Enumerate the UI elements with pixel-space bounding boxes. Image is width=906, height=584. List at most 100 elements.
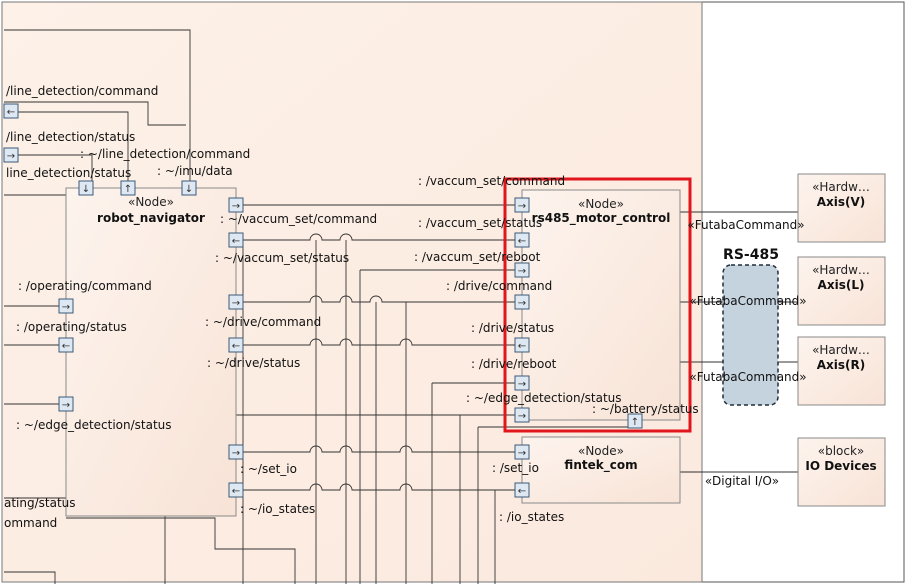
fintek-io-states-label: : /io_states [499,510,564,524]
io-devices-name: IO Devices [805,459,876,473]
rs485-stereotype: «Node» [578,197,624,211]
out-arrow-icon: → [518,266,526,277]
axis-l-block[interactable] [797,256,886,326]
port-nav-vaccum-status[interactable] [228,232,244,248]
futaba-command-label-l: «FutabaCommand» [689,294,806,308]
port-rs-battery-status[interactable] [627,413,643,429]
io-devices-stereotype: «block» [818,444,865,458]
rs-vaccum-status-label: : /vaccum_set/status [418,216,542,230]
in-arrow-icon: ← [62,341,70,352]
out-arrow-icon: → [518,379,526,390]
line-detection-command-label: /line_detection/command [6,84,158,98]
port-nav-operating-status[interactable] [58,337,74,353]
out-arrow-icon: → [232,448,240,459]
axis-v-stereotype: «Hardw… [812,180,870,194]
nav-io-states-label: : ~/io_states [240,502,315,516]
fintek-stereotype: «Node» [578,444,624,458]
nav-drive-command-label: : ~/drive/command [205,315,321,329]
axis-v-block[interactable] [797,173,886,243]
port-nav-line-command-out[interactable] [120,180,136,196]
robot-navigator-name: robot_navigator [97,211,205,226]
port-rs-drive-status[interactable] [514,337,530,353]
operating-status-cut-label: ating/status [4,496,76,510]
fintek-com-node[interactable] [521,436,681,504]
port-nav-vaccum-command[interactable] [228,197,244,213]
port-nav-edge-status[interactable] [58,396,74,412]
robot-navigator-node[interactable] [65,187,237,517]
out-arrow-icon: → [62,302,70,313]
axis-v-name: Axis(V) [817,195,866,209]
futaba-command-label-v: «FutabaCommand» [687,218,804,232]
port-out-line-status[interactable] [3,147,19,163]
fintek-set-io-label: : /set_io [492,461,539,475]
port-rs-vaccum-command[interactable] [514,197,530,213]
command-cut-label: ommand [4,516,57,530]
io-devices-block[interactable] [797,437,886,507]
in-arrow-icon: ← [232,486,240,497]
axis-r-name: Axis(R) [817,358,866,372]
port-fintek-io-states[interactable] [514,482,530,498]
out-arrow-icon: → [232,298,240,309]
in-arrow-icon: ← [7,107,15,118]
port-nav-set-io[interactable] [228,444,244,460]
in-arrow-icon: ← [518,341,526,352]
port-nav-drive-status[interactable] [228,337,244,353]
in-arrow-icon: ← [518,486,526,497]
nav-vaccum-status-label: : ~/vaccum_set/status [215,251,349,265]
port-nav-io-states[interactable] [228,482,244,498]
rs-drive-command-label: : /drive/command [446,279,552,293]
rs-vaccum-command-label: : /vaccum_set/command [418,174,565,188]
out-arrow-icon: → [518,448,526,459]
port-fintek-set-io[interactable] [514,444,530,460]
operating-status-label: : /operating/status [16,320,127,334]
rs485-name: rs485_motor_control [532,211,671,226]
imu-data-label: : ~/imu/data [157,164,233,178]
rs-drive-reboot-label: : /drive/reboot [471,357,557,371]
up-arrow-icon: ↑ [124,184,132,195]
rs-vaccum-reboot-label: : /vaccum_set/reboot [414,250,541,264]
in-arrow-icon: ← [232,236,240,247]
port-nav-line-status-in[interactable] [78,180,94,196]
axis-l-stereotype: «Hardw… [812,263,870,277]
out-arrow-icon: → [518,298,526,309]
port-nav-drive-command[interactable] [228,294,244,310]
in-arrow-icon: ← [232,341,240,352]
port-rs-edge-status[interactable] [514,407,530,423]
edge-detection-status-label: : ~/edge_detection/status [16,418,172,432]
rs485-bus[interactable] [722,264,779,406]
rs485-bus-label: RS-485 [723,247,779,263]
port-rs-vaccum-reboot[interactable] [514,262,530,278]
line-detection-status-label: /line_detection/status [6,130,135,144]
rs-battery-status-label: : ~/battery/status [592,402,699,416]
rs-drive-status-label: : /drive/status [471,321,554,335]
operating-command-label: : /operating/command [18,279,152,293]
nav-drive-status-label: : ~/drive/status [207,356,300,370]
port-in-line-command[interactable] [3,103,19,119]
axis-r-stereotype: «Hardw… [812,343,870,357]
out-arrow-icon: → [518,201,526,212]
port-rs-drive-reboot[interactable] [514,375,530,391]
ports: ← → ↓ ↑ ↓ → ← → → ← → ← → ← → ← [3,103,643,498]
out-arrow-icon: → [518,411,526,422]
out-arrow-icon: → [62,400,70,411]
port-rs-drive-command[interactable] [514,294,530,310]
down-arrow-icon: ↓ [82,184,90,195]
highlight-rectangle [503,177,692,433]
axis-r-block[interactable] [797,336,886,406]
in-arrow-icon: ← [518,236,526,247]
digital-io-label: «Digital I/O» [705,474,779,488]
robot-navigator-stereotype: «Node» [128,195,174,209]
up-arrow-icon: ↑ [631,417,639,428]
port-nav-operating-command[interactable] [58,298,74,314]
line-detection-command-label-2: : ~/line_detection/command [80,147,250,161]
port-rs-vaccum-status[interactable] [514,232,530,248]
port-nav-imu-in[interactable] [181,180,197,196]
out-arrow-icon: → [7,151,15,162]
nav-vaccum-command-label: : ~/vaccum_set/command [220,212,377,226]
rs-edge-detection-status-label: : ~/edge_detection/status [466,391,622,405]
futaba-command-label-r: «FutabaCommand» [689,370,806,384]
nav-set-io-label: : ~/set_io [240,462,297,476]
fintek-name: fintek_com [564,458,637,473]
